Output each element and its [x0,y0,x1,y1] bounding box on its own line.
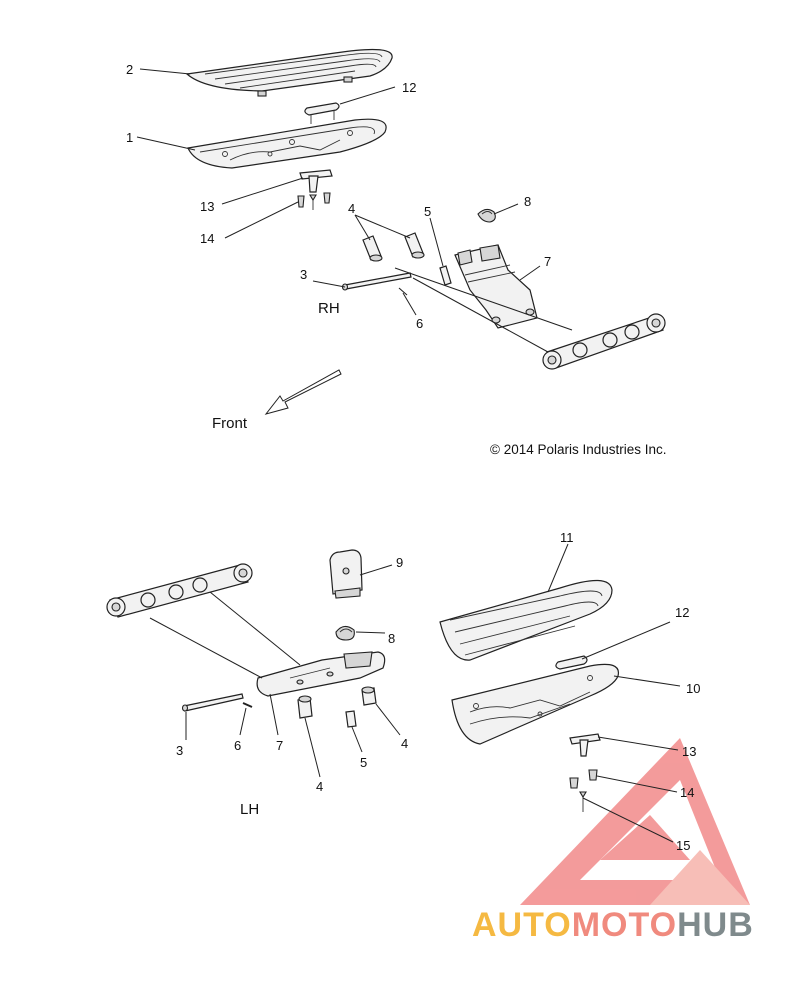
watermark-logo [520,738,750,905]
copyright-text: © 2014 Polaris Industries Inc. [490,442,667,457]
lh-pin [345,710,357,728]
lh-mount-bracket [569,733,601,757]
callout-13: 13 [200,199,214,214]
watermark-auto: AUTO [472,906,572,944]
rh-clip-pin [398,287,408,296]
callout-14: 14 [680,785,694,800]
front-label: Front [212,415,248,432]
callout-8: 8 [524,194,531,209]
rh-mount-bracket [299,169,333,193]
side-label-lh: LH [240,801,259,818]
lh-leader-lines [149,543,681,843]
callout-9: 9 [396,555,403,570]
callout-7: 7 [276,738,283,753]
callout-11: 11 [560,530,574,545]
callout-6: 6 [234,738,241,753]
svg-text:AUTOMOTOHUB: AUTOMOTOHUB [472,906,754,944]
watermark-text: AUTOMOTOHUB [472,906,754,944]
callout-4: 4 [348,201,355,216]
callout-10: 10 [686,681,700,696]
callout-5: 5 [424,204,431,219]
callout-4: 4 [316,779,323,794]
callout-8: 8 [388,631,395,646]
rh-footpeg-bracket [454,244,538,329]
callout-15: 15 [676,838,690,853]
lh-callouts: 9 8 3 6 7 4 5 4 11 12 10 13 14 15 [176,530,700,853]
callout-1: 1 [126,130,133,145]
lh-bracket-plate [555,655,588,670]
rh-spring [477,208,496,223]
lh-clip-pin [242,702,253,708]
callout-3: 3 [176,743,183,758]
rh-leader-lines [136,68,573,353]
callout-4-right: 4 [401,736,408,751]
callout-5: 5 [360,755,367,770]
callout-7: 7 [544,254,551,269]
callout-2: 2 [126,62,133,77]
rh-footboard-pad [185,48,393,97]
lh-footpeg-arm [106,563,253,618]
lh-footboard-pad [439,579,613,661]
rh-callouts: 2 12 1 13 14 4 5 8 3 7 6 [126,62,551,331]
side-label-rh: RH [318,300,340,317]
callout-3: 3 [300,267,307,282]
lh-footboard-base [451,663,620,745]
callout-13: 13 [682,744,696,759]
rh-shaft [341,272,412,291]
lh-screws [569,769,598,812]
lh-bolts [297,686,377,719]
rh-screws [297,192,331,210]
lh-footpeg-bracket [256,651,386,697]
front-arrow [264,369,342,415]
callout-6: 6 [416,316,423,331]
rh-footboard-base [187,118,387,169]
rh-bolts [362,232,425,262]
lh-shaft [181,693,244,712]
rh-pin [439,265,452,286]
lh-spring [335,625,355,641]
watermark-hub: HUB [677,906,754,944]
rh-footpeg-arm [542,313,666,370]
lh-cover [329,549,363,599]
callout-12: 12 [402,80,416,95]
callout-14: 14 [200,231,214,246]
rh-bracket-plate [304,102,340,124]
watermark-moto: MOTO [572,906,677,944]
callout-12: 12 [675,605,689,620]
